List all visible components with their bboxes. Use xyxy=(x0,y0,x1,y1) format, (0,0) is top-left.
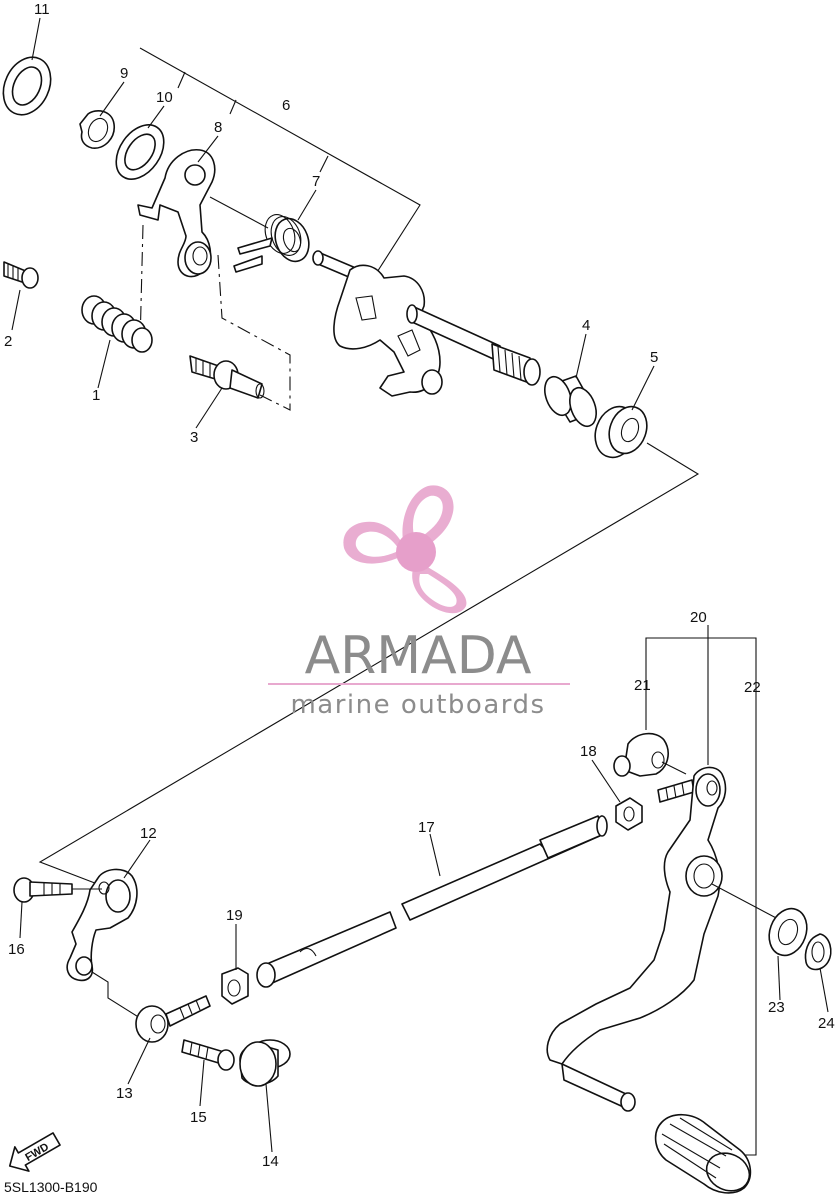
callout-16: 16 xyxy=(8,941,25,958)
callout-11: 11 xyxy=(34,1,50,18)
part-4-collar xyxy=(544,375,597,428)
part-1-spring xyxy=(81,295,153,353)
part-9-circlip xyxy=(79,110,115,149)
part-23-washer xyxy=(768,907,808,957)
part-14-cover xyxy=(239,1039,291,1087)
part-7-spring xyxy=(233,214,310,273)
part-19-nut xyxy=(221,967,249,1005)
callout-5: 5 xyxy=(650,349,658,366)
part-24-circlip xyxy=(804,933,832,971)
part-21-rod-end xyxy=(613,732,687,777)
callout-24: 24 xyxy=(818,1015,835,1032)
part-16-bolt xyxy=(13,877,102,903)
callout-15: 15 xyxy=(190,1109,207,1126)
callout-1: 1 xyxy=(92,387,100,404)
leader-lines xyxy=(11,17,829,1153)
part-3-bolt xyxy=(189,355,265,399)
part-8-arm xyxy=(137,149,216,278)
connector-12-13 xyxy=(91,971,141,1019)
callout-21: 21 xyxy=(634,677,651,694)
callout-6: 6 xyxy=(282,97,290,114)
part-11-ring xyxy=(2,56,52,116)
fwd-label: FWD xyxy=(23,1141,51,1164)
callout-10: 10 xyxy=(156,89,173,106)
part-22-pedal-rubber xyxy=(654,1113,752,1194)
callout-4: 4 xyxy=(582,317,590,334)
watermark-brand: ARMADA xyxy=(305,626,532,686)
callout-20: 20 xyxy=(690,609,707,626)
part-5-oil-seal xyxy=(594,405,648,459)
callout-2: 2 xyxy=(4,333,12,350)
bracket-6 xyxy=(139,47,421,281)
part-17-shift-rod xyxy=(256,815,608,988)
callout-3: 3 xyxy=(190,429,198,446)
callout-7: 7 xyxy=(312,173,320,190)
watermark-tagline: marine outboards xyxy=(290,690,545,720)
callout-9: 9 xyxy=(120,65,128,82)
part-15-bolt xyxy=(181,1039,235,1071)
diagram-code: 5SL1300-B190 xyxy=(4,1179,98,1195)
callout-13: 13 xyxy=(116,1085,133,1102)
callout-18: 18 xyxy=(580,743,597,760)
part-20-bolt xyxy=(657,779,695,803)
callout-14: 14 xyxy=(262,1153,279,1170)
part-20-shift-pedal xyxy=(546,766,781,1112)
callout-19: 19 xyxy=(226,907,243,924)
part-2-pin xyxy=(3,261,39,289)
propeller-hub xyxy=(396,532,436,572)
callout-17: 17 xyxy=(418,819,435,836)
part-13-rod-end xyxy=(135,995,211,1043)
armada-logo-icon xyxy=(343,485,467,614)
callout-numbers: 11 9 10 8 6 7 2 1 3 4 5 12 16 13 15 14 1… xyxy=(4,1,835,1170)
part-12-shift-arm xyxy=(66,868,138,982)
callout-8: 8 xyxy=(214,119,222,136)
callout-23: 23 xyxy=(768,999,785,1016)
part-10-washer xyxy=(115,124,165,180)
callout-22: 22 xyxy=(744,679,761,696)
connector-lines xyxy=(38,196,700,886)
callout-12: 12 xyxy=(140,825,157,842)
part-18-nut xyxy=(615,797,643,831)
fwd-arrow-icon: FWD xyxy=(8,1132,61,1172)
part-6-shift-shaft xyxy=(312,250,541,397)
